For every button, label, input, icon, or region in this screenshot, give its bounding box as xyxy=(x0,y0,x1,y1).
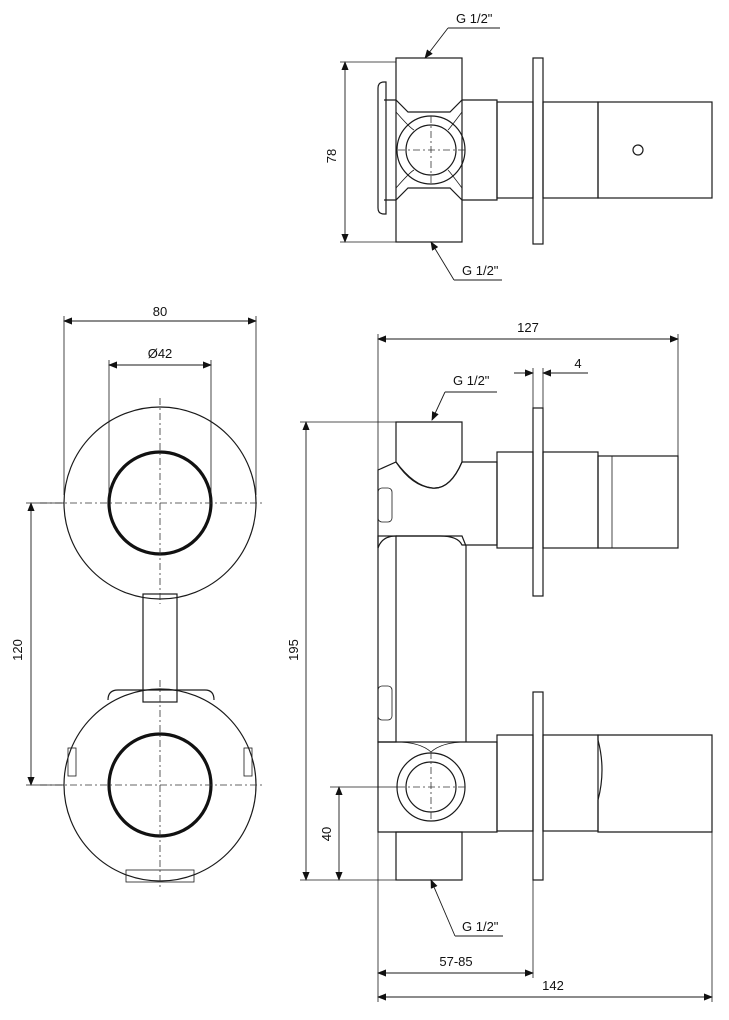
side-upper-body xyxy=(377,461,498,549)
top-cover-plate xyxy=(532,57,544,245)
dim-side-low: 40 xyxy=(319,827,334,841)
top-knurled-handle xyxy=(597,101,713,199)
side-upper-plate xyxy=(532,407,544,597)
label-top-thread-bottom: G 1/2" xyxy=(462,263,499,278)
dim-front-spacing: 120 xyxy=(10,639,25,661)
dim-top-height: 78 xyxy=(324,149,339,163)
top-handle-neck xyxy=(542,101,599,199)
front-view: 80 Ø42 120 xyxy=(10,304,262,890)
dim-side-depth-max: 142 xyxy=(542,978,564,993)
label-side-thread-top: G 1/2" xyxy=(453,373,490,388)
side-lower-plate xyxy=(532,691,544,881)
top-bracket xyxy=(377,81,387,215)
side-lower-knurled-handle xyxy=(597,734,713,833)
side-lower-pipe xyxy=(395,831,463,881)
label-top-thread-top: G 1/2" xyxy=(456,11,493,26)
top-view: 78 G 1/2" G 1/2" xyxy=(324,11,713,281)
dim-side-depth-total: 127 xyxy=(517,320,539,335)
top-stem xyxy=(496,101,534,199)
label-side-thread-bottom: G 1/2" xyxy=(462,919,499,934)
side-view: 127 4 G 1/2" 195 40 G 1/2" 57-85 142 xyxy=(286,320,713,1002)
dim-side-height: 195 xyxy=(286,639,301,661)
dim-front-diameter: Ø42 xyxy=(148,346,173,361)
dim-side-plate: 4 xyxy=(574,356,581,371)
dim-front-width: 80 xyxy=(153,304,167,319)
side-upper-handle xyxy=(597,455,679,549)
top-port-inner xyxy=(405,124,457,176)
dim-side-depth-range: 57-85 xyxy=(439,954,472,969)
